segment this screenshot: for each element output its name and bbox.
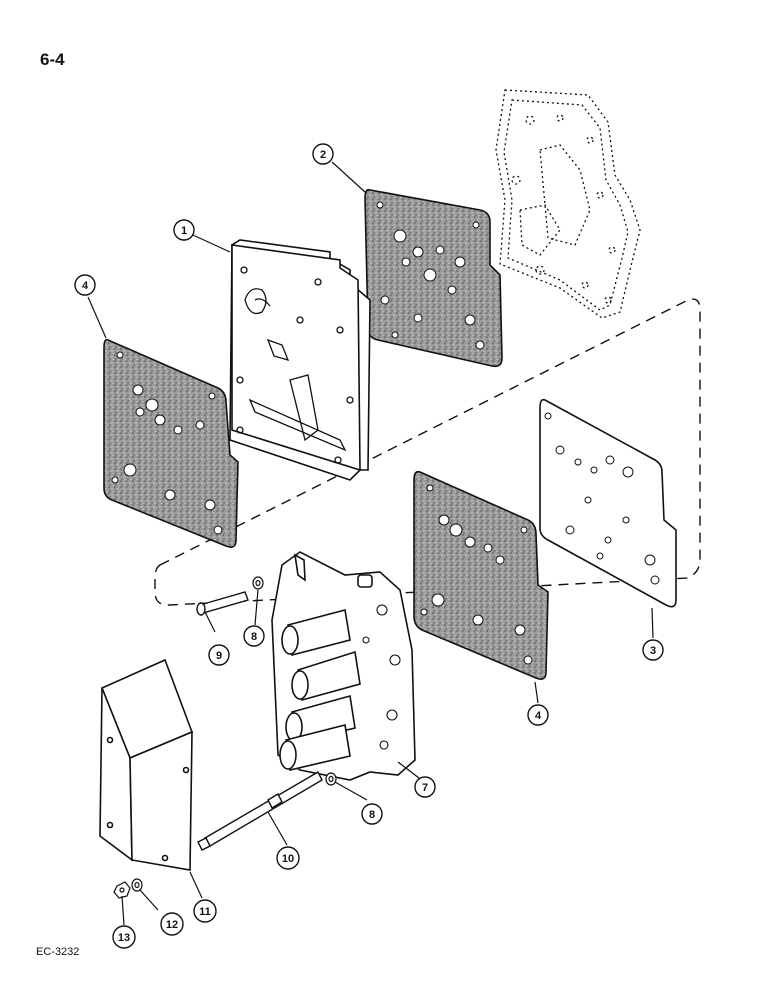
alignment-outline bbox=[154, 298, 701, 606]
figure-code: EC-3232 bbox=[36, 946, 80, 958]
callout-12: 12 bbox=[160, 912, 184, 936]
callout-7-label: 7 bbox=[422, 782, 428, 794]
solenoid-valve-assembly bbox=[271, 551, 416, 781]
callout-11: 11 bbox=[193, 899, 217, 923]
callout-10: 10 bbox=[276, 846, 300, 870]
callout-3: 3 bbox=[642, 639, 664, 661]
plate-right bbox=[539, 398, 677, 608]
gasket-upper bbox=[364, 188, 503, 368]
callout-4-lower-label: 4 bbox=[535, 710, 542, 722]
stud bbox=[197, 771, 323, 851]
callout-13-label: 13 bbox=[118, 932, 130, 944]
callout-12-label: 12 bbox=[166, 919, 178, 931]
gasket-left bbox=[103, 338, 239, 548]
washer-lower bbox=[325, 772, 337, 786]
callout-9-label: 9 bbox=[216, 650, 222, 662]
callout-1-label: 1 bbox=[181, 225, 187, 237]
leader-lines bbox=[87, 161, 654, 926]
callout-13: 13 bbox=[112, 925, 136, 949]
callout-11-label: 11 bbox=[199, 906, 211, 918]
page-number: 6-4 bbox=[40, 50, 65, 69]
cover-bracket bbox=[99, 658, 194, 871]
callout-7: 7 bbox=[414, 776, 436, 798]
callout-8-lower-label: 8 bbox=[369, 809, 375, 821]
separator-plate bbox=[229, 239, 371, 481]
nut-bottom bbox=[113, 881, 131, 899]
bolt bbox=[196, 591, 249, 616]
callout-2-label: 2 bbox=[320, 149, 326, 161]
washer-bottom bbox=[131, 878, 143, 892]
gasket-lower bbox=[413, 470, 549, 680]
washer-upper bbox=[252, 576, 264, 590]
callout-8-upper: 8 bbox=[243, 625, 265, 647]
callout-2: 2 bbox=[312, 143, 334, 165]
callout-8-lower: 8 bbox=[361, 803, 383, 825]
callout-1: 1 bbox=[173, 219, 195, 241]
callout-4-left-label: 4 bbox=[82, 280, 89, 292]
callout-4-left: 4 bbox=[74, 274, 96, 296]
callout-3-label: 3 bbox=[650, 645, 656, 657]
callout-10-label: 10 bbox=[282, 853, 294, 865]
callout-9: 9 bbox=[208, 644, 230, 666]
callout-4-lower: 4 bbox=[527, 704, 549, 726]
callout-8-upper-label: 8 bbox=[251, 631, 257, 643]
housing-reference-dotted bbox=[495, 89, 641, 319]
